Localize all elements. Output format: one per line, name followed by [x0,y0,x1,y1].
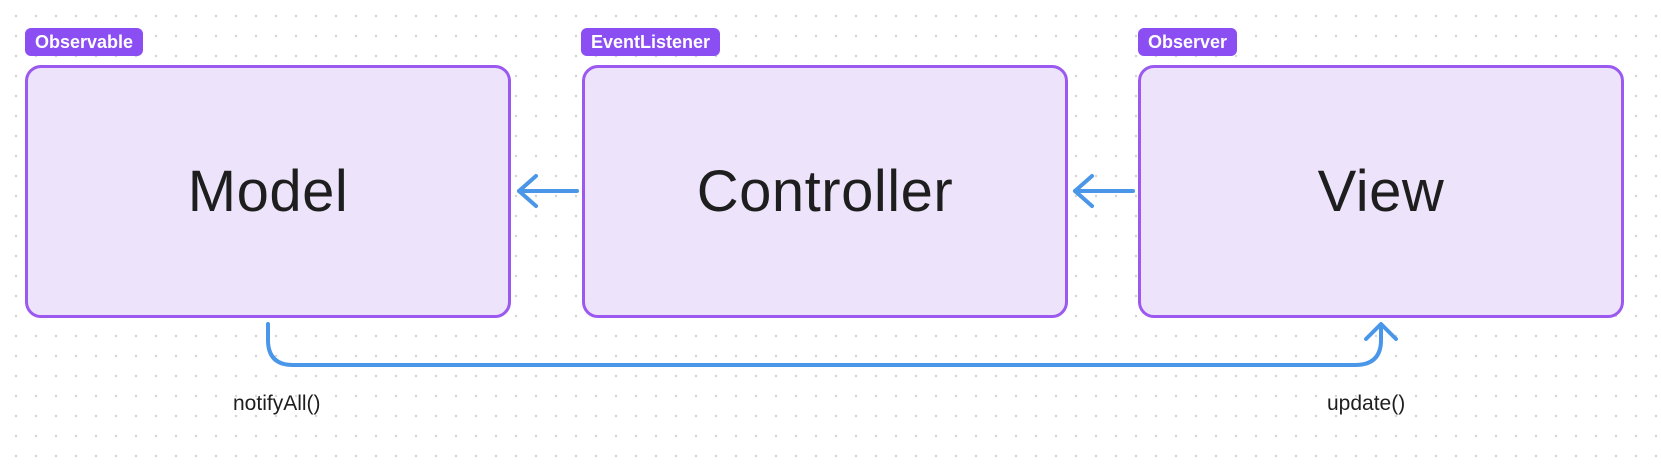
view-box[interactable]: View [1138,65,1624,318]
view-stereotype-tag: Observer [1138,28,1238,56]
model-to-view-arrow[interactable] [266,322,1398,367]
model-box[interactable]: Model [25,65,511,318]
view-label: View [1317,159,1445,224]
controller-to-model-arrow[interactable] [517,174,579,208]
controller-label: Controller [696,159,954,224]
controller-stereotype-tag: EventListener [581,28,721,56]
model-label: Model [187,159,349,224]
controller-box[interactable]: Controller [582,65,1068,318]
notify-all-label: notifyAll() [233,392,321,415]
update-label: update() [1327,392,1406,415]
model-stereotype-tag: Observable [25,28,144,56]
view-to-controller-arrow[interactable] [1073,174,1135,208]
